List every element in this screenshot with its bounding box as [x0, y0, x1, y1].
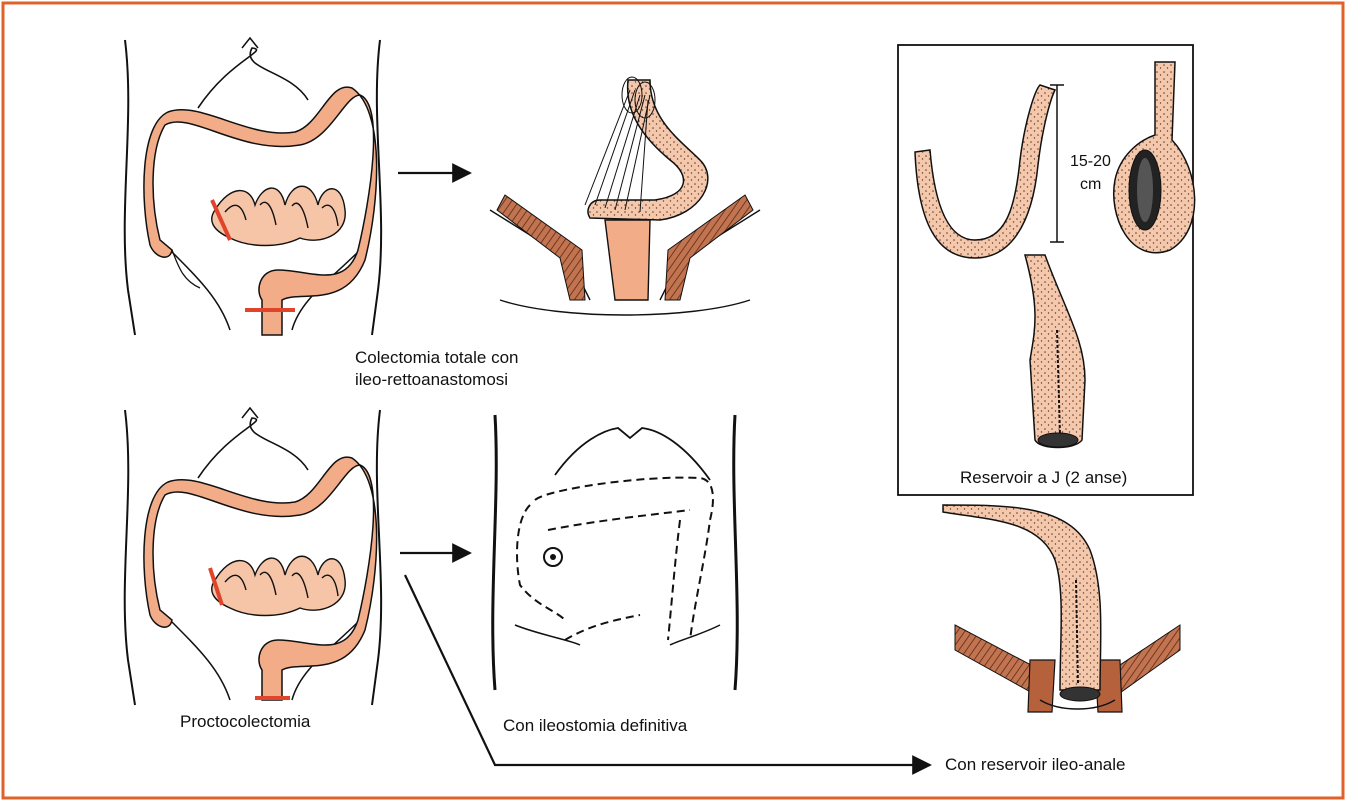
label-reservoir-caption: Reservoir a J (2 anse): [960, 468, 1127, 488]
label-proctocolectomy: Proctocolectomia: [180, 712, 310, 732]
small-intestine: [212, 186, 345, 245]
label-colectomy-line1: Colectomia totale con: [355, 348, 518, 368]
label-pouch-anal: Con reservoir ileo-anale: [945, 755, 1125, 775]
abdomen-proctocolectomy: [125, 408, 381, 705]
label-ileostomy: Con ileostomia definitiva: [503, 716, 687, 736]
label-measure-unit: cm: [1080, 175, 1101, 195]
ileostomy-torso: [493, 415, 738, 690]
abdomen-colectomy: [125, 38, 381, 335]
ileorectal-anastomosis: [490, 77, 760, 315]
label-measure-value: 15-20: [1070, 152, 1111, 172]
arrow-pouch: [405, 575, 930, 765]
ileoanal-pouch: [943, 505, 1180, 712]
label-colectomy-line2: ileo-rettoanastomosi: [355, 370, 508, 390]
